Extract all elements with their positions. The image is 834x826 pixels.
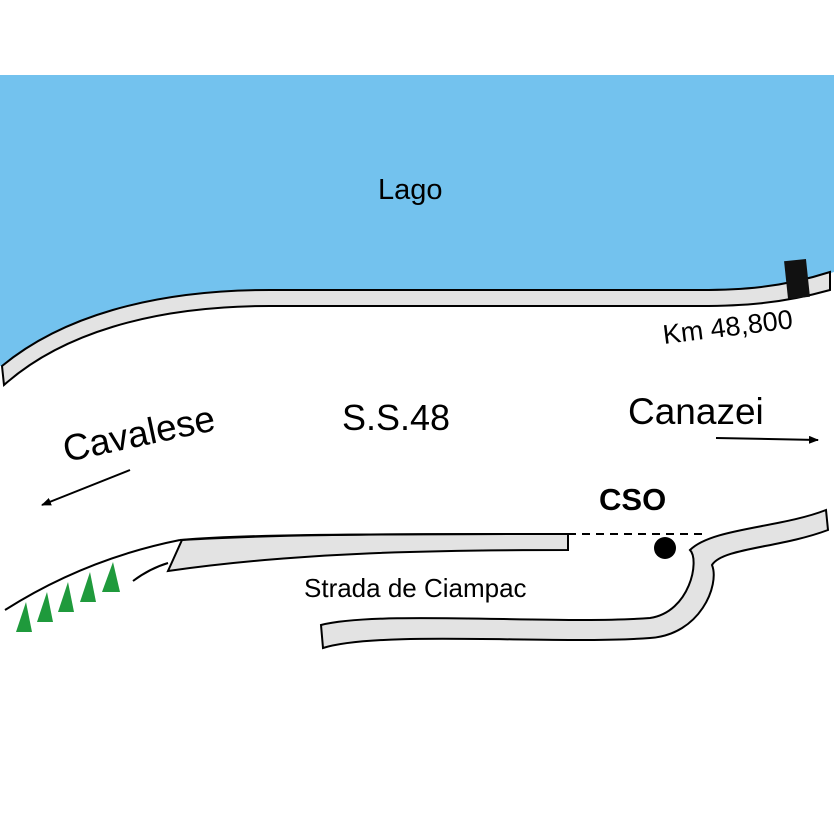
km-marker-label: Km 48,800	[661, 304, 794, 350]
side-street-label: Strada de Ciampac	[304, 573, 527, 603]
tree-icon	[37, 592, 53, 622]
lake-area	[0, 75, 834, 366]
lake-shore-strip	[0, 270, 831, 388]
tree-icon	[102, 562, 120, 592]
layby-strip	[166, 532, 569, 573]
lake-label: Lago	[378, 174, 443, 206]
arrow-right-icon	[715, 435, 819, 444]
road-edge-south-west-inner	[132, 562, 169, 582]
road-edge-south	[179, 533, 569, 541]
tree-icon	[80, 572, 96, 602]
road-label: S.S.48	[342, 397, 450, 438]
arrow-left-icon	[41, 469, 131, 506]
direction-right-label: Canazei	[628, 391, 764, 432]
tree-icon	[58, 582, 74, 612]
station-label: CSO	[599, 482, 666, 517]
tree-row-icon	[16, 562, 120, 632]
side-street-road	[319, 508, 830, 650]
direction-left-label: Cavalese	[59, 398, 218, 470]
road-edge-south-west	[4, 539, 181, 611]
tree-icon	[16, 602, 32, 632]
station-dot-icon	[654, 537, 676, 559]
km-post-icon	[784, 258, 810, 300]
